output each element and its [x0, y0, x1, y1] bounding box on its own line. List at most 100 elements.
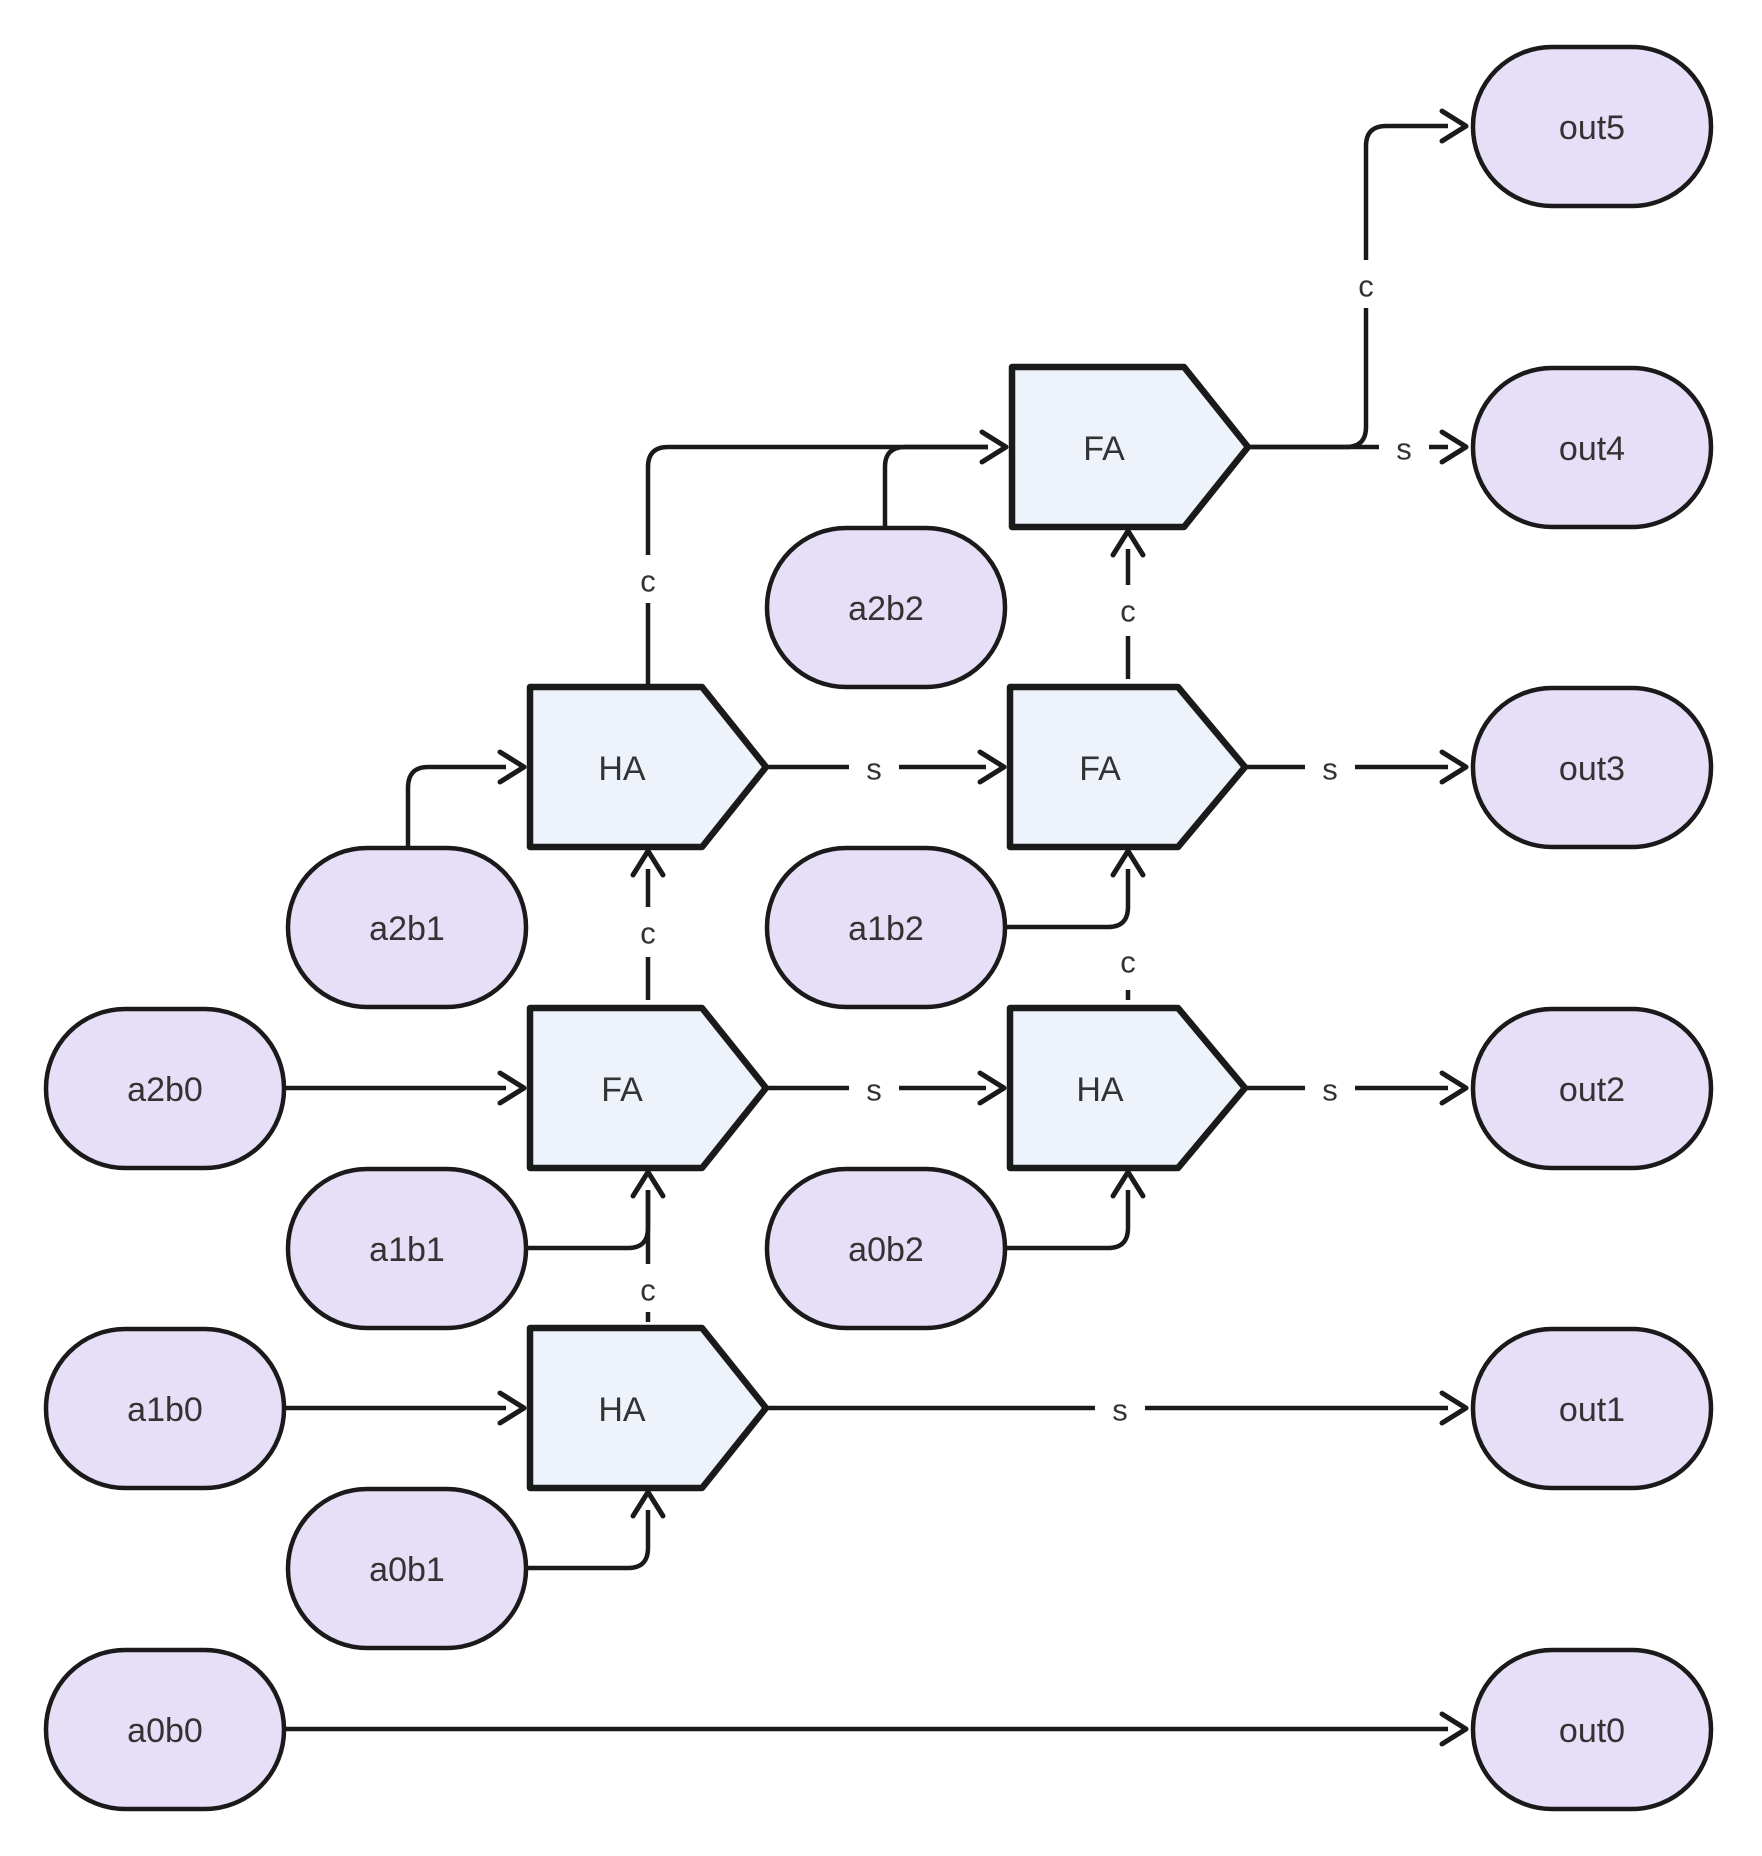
edge-a0b0-out0	[284, 1711, 1469, 1747]
node-a0b1: a0b1	[285, 1486, 529, 1651]
sum-label: s	[1396, 432, 1412, 467]
carry-label: c	[1358, 269, 1374, 304]
node-label: out4	[1559, 430, 1625, 468]
edge-label-bg	[1103, 936, 1153, 984]
edge-a0b2-ha3	[1005, 1169, 1146, 1251]
adder-label: FA	[601, 1071, 643, 1109]
node-a0b2: a0b2	[764, 1166, 1008, 1331]
node-shape	[1470, 365, 1714, 530]
node-shape	[1470, 1647, 1714, 1812]
node-shape	[1470, 44, 1714, 209]
arrowhead-icon	[630, 1489, 666, 1519]
node-out1: out1	[1470, 1326, 1714, 1491]
node-label: out3	[1559, 750, 1625, 788]
adder-fa2: FA	[1006, 683, 1249, 851]
node-label: a1b2	[848, 910, 924, 948]
node-shape	[764, 845, 1008, 1010]
edge-fa1-ha3-sum: s	[766, 1064, 1007, 1112]
edge-line	[526, 1190, 651, 1251]
node-label: a1b0	[127, 1391, 203, 1429]
node-out0: out0	[1470, 1647, 1714, 1812]
node-shape	[764, 525, 1008, 690]
edge-label-bg	[623, 555, 673, 603]
adder-shape	[1006, 683, 1249, 851]
edge-label-bg	[623, 1264, 673, 1312]
arrowhead-icon	[497, 1390, 527, 1426]
edge-ha3-out2-sum: s	[1245, 1064, 1469, 1112]
arrowhead-icon	[977, 749, 1007, 785]
carry-label: c	[640, 916, 656, 951]
adder-label: HA	[598, 1391, 646, 1429]
arrowhead-icon	[1439, 749, 1469, 785]
arrowhead-icon	[1439, 108, 1469, 144]
edge-a2b0-fa1	[284, 1070, 527, 1106]
node-a2b1: a2b1	[285, 845, 529, 1010]
node-shape	[1470, 1326, 1714, 1491]
edge-fa3-out5-carry: c	[1245, 108, 1469, 450]
edge-line	[1005, 869, 1131, 930]
node-shape	[764, 1166, 1008, 1331]
node-out3: out3	[1470, 685, 1714, 850]
arrowhead-icon	[979, 429, 1009, 465]
arrowhead-icon	[1439, 1390, 1469, 1426]
node-a0b0: a0b0	[43, 1647, 287, 1812]
edge-a2b1-ha2	[405, 749, 527, 847]
arrowhead-icon	[630, 848, 666, 878]
adder-fa1: FA	[526, 1004, 770, 1172]
arrowhead-icon	[1110, 848, 1146, 878]
arrowhead-icon	[497, 1070, 527, 1106]
node-shape	[43, 1006, 287, 1171]
sum-label: s	[866, 752, 882, 787]
edge-line	[645, 444, 988, 687]
node-label: a0b2	[848, 1231, 924, 1269]
arrowhead-icon	[630, 1169, 666, 1199]
node-label: a2b0	[127, 1071, 203, 1109]
arrowhead-icon	[977, 1070, 1007, 1106]
adder-label: HA	[598, 750, 646, 788]
node-label: out5	[1559, 109, 1625, 147]
edge-label-bg	[1305, 743, 1355, 791]
arrowhead-icon	[1110, 528, 1146, 558]
adder-shape	[1008, 363, 1252, 531]
edge-label-bg	[1341, 260, 1391, 308]
carry-label: c	[640, 564, 656, 599]
carry-label: c	[1120, 945, 1136, 980]
edge-line	[526, 1510, 651, 1571]
carry-label: c	[1120, 594, 1136, 629]
adder-shape	[526, 1324, 770, 1492]
adder-ha3: HA	[1006, 1004, 1249, 1172]
edge-fa1-ha2-carry: c	[623, 848, 673, 1008]
adder-ha1: HA	[526, 1324, 770, 1492]
edge-label-bg	[849, 743, 899, 791]
node-label: a2b1	[369, 910, 445, 948]
node-out4: out4	[1470, 365, 1714, 530]
edge-label-bg	[1095, 1384, 1145, 1432]
edge-label-bg	[849, 1064, 899, 1112]
adder-shape	[526, 1004, 770, 1172]
arrowhead-icon	[1439, 1070, 1469, 1106]
node-out2: out2	[1470, 1006, 1714, 1171]
adder-label: FA	[1079, 750, 1121, 788]
arrowhead-icon	[497, 749, 527, 785]
node-shape	[285, 1166, 529, 1331]
edge-ha1-fa1-carry: c	[623, 1190, 673, 1322]
node-out5: out5	[1470, 44, 1714, 209]
node-a2b2: a2b2	[764, 525, 1008, 690]
edge-a1b0-ha1	[284, 1390, 527, 1426]
adder-fa3: FA	[1008, 363, 1252, 531]
sum-label: s	[866, 1073, 882, 1108]
arrowhead-icon	[1439, 429, 1469, 465]
carry-label: c	[640, 1273, 656, 1308]
edge-ha2-fa3-carry: c	[623, 429, 1009, 687]
edge-ha2-fa2-sum: s	[766, 743, 1007, 791]
sum-label: s	[1322, 1073, 1338, 1108]
adder-label: HA	[1076, 1071, 1124, 1109]
node-a1b1: a1b1	[285, 1166, 529, 1331]
node-a2b0: a2b0	[43, 1006, 287, 1171]
adder-ha2: HA	[526, 683, 770, 851]
node-label: a2b2	[848, 590, 924, 628]
node-a1b2: a1b2	[764, 845, 1008, 1010]
node-label: a0b0	[127, 1712, 203, 1750]
node-shape	[1470, 685, 1714, 850]
